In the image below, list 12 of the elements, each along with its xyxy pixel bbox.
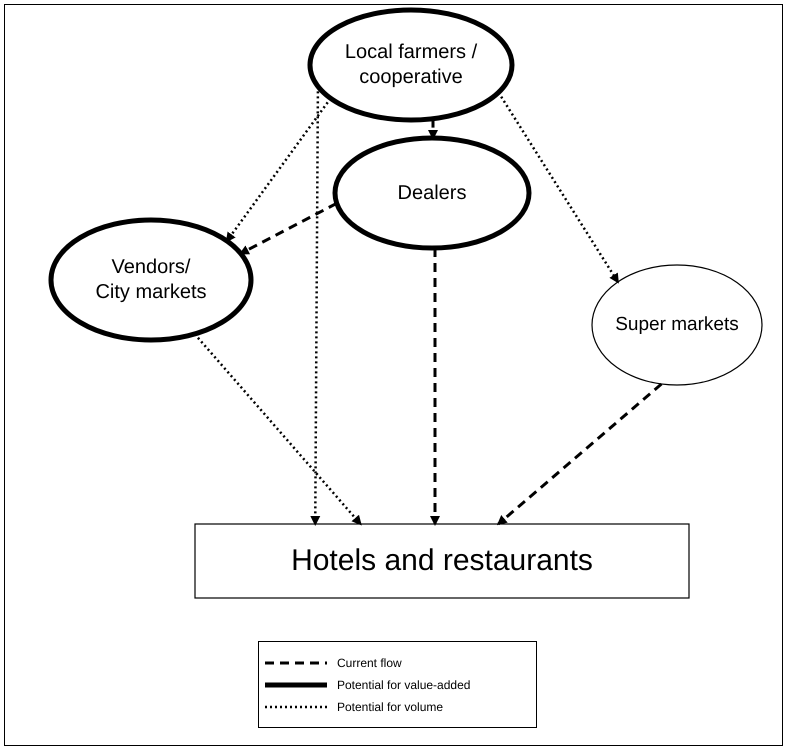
node-label: Super markets — [615, 313, 739, 337]
legend-label: Potential for value-added — [337, 678, 470, 690]
node-label: Dealers — [398, 180, 466, 206]
node-label: Local farmers / cooperative — [344, 40, 478, 90]
arrow — [238, 202, 338, 255]
arrow — [496, 382, 662, 526]
node-label: Hotels and restaurants — [291, 543, 593, 580]
legend-label: Current flow — [337, 656, 402, 668]
node-label: Vendors/ City markets — [94, 255, 208, 305]
arrow — [430, 248, 440, 526]
arrow — [194, 333, 362, 526]
legend-label: Potential for volume — [337, 700, 444, 712]
